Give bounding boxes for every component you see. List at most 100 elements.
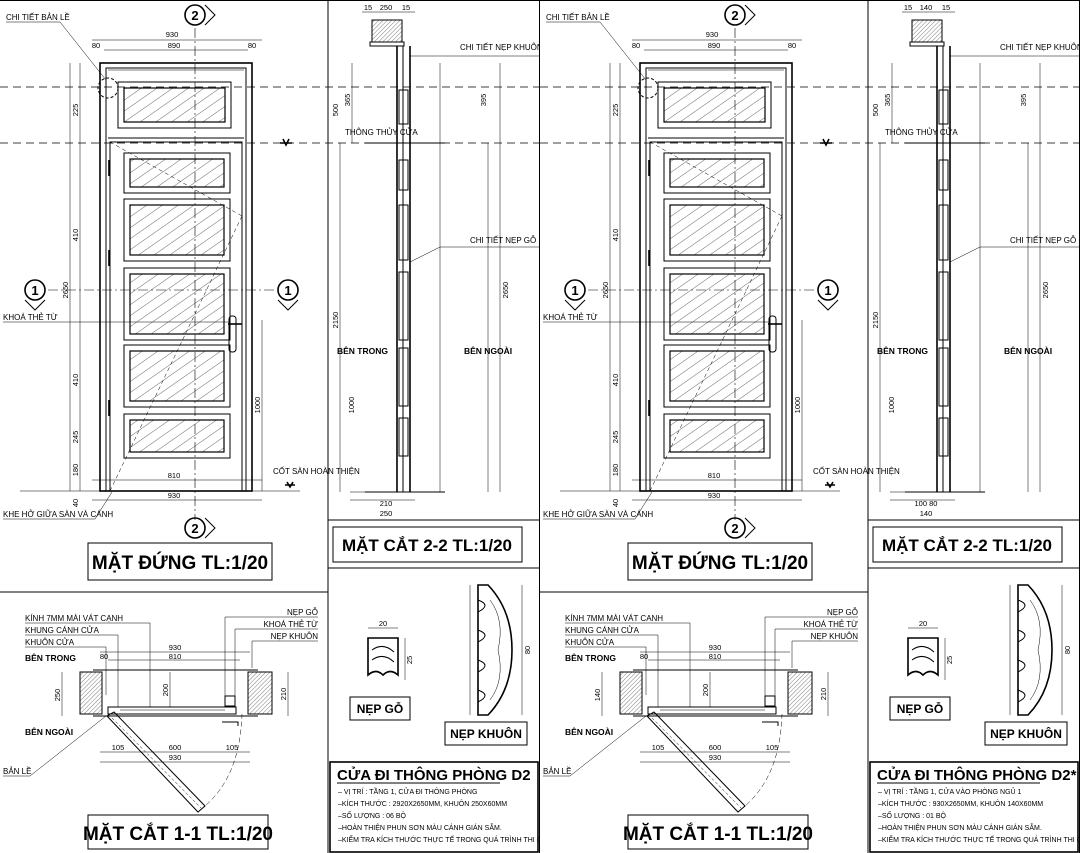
section11-title-box <box>87 814 269 850</box>
dim-leaf-height: 2150 <box>331 312 340 329</box>
label-outside: BÊN NGOÀI <box>464 345 512 356</box>
door-sheet-d2: 930 890 80 80 810 930 2650 225 410 410 2… <box>0 0 540 853</box>
section11-title-box <box>627 814 809 850</box>
drawing-canvas: 930 890 80 80 810 930 2650 225 410 410 2… <box>0 0 540 853</box>
label-finished-floor: CỐT SÀN HOÀN THIỆN <box>273 466 360 476</box>
label-s11-outside: BÊN NGOÀI <box>25 726 73 737</box>
wood-trim-title: NẸP GỖ <box>897 701 943 716</box>
label-hinge: BẢN LỀ <box>3 766 31 776</box>
dim-trim-width: 20 <box>919 619 927 628</box>
door-elevation <box>560 39 840 501</box>
label-door-frame: KHUÔN CỬA <box>565 638 615 647</box>
dim-s22-top: 15 <box>364 3 372 12</box>
axis-2-bottom-label: 2 <box>731 521 738 536</box>
door-elevation <box>20 39 300 501</box>
notes-line: –KIỂM TRA KÍCH THƯỚC THỰC TẾ TRONG QUÁ T… <box>878 834 1080 844</box>
dim-s11-overall: 930 <box>169 643 182 652</box>
dim-s11-open: 600 <box>169 743 182 752</box>
label-floor-gap: KHE HỞ GIỮA SÀN VÀ CÁNH <box>543 510 653 519</box>
axis-1-left-label: 1 <box>31 283 38 298</box>
wood-trim-title: NẸP GỖ <box>357 701 403 716</box>
dim-lock-height: 1000 <box>793 397 802 414</box>
dim-panel: 245 <box>71 431 80 444</box>
label-s11-outside: BÊN NGOÀI <box>565 726 613 737</box>
section-1-1 <box>601 651 829 813</box>
dim-frame-trim-height: 80 <box>523 646 532 654</box>
dim-transom: 500 <box>871 104 880 117</box>
dim-s22-top: 15 <box>942 3 950 12</box>
level-marker-icon <box>280 138 292 147</box>
label-wood-trim-detail: CHI TIẾT NẸP GỖ <box>1010 235 1076 245</box>
card-lock-handle <box>228 315 237 353</box>
notes-line: – VỊ TRÍ : TẦNG 1, CỬA ĐI THÔNG PHÒNG <box>338 786 477 796</box>
dim-s22-bottom: 210 <box>380 499 393 508</box>
label-s11-frame-trim: NẸP KHUÔN <box>271 632 319 641</box>
section22-title: MẶT CẮT 2-2 TL:1/20 <box>882 536 1052 555</box>
axis-1-right-label: 1 <box>824 283 831 298</box>
label-inside: BÊN TRONG <box>877 345 928 356</box>
label-clear-opening: THÔNG THỦY CỬA <box>885 128 958 137</box>
dim-s11-open: 600 <box>709 743 722 752</box>
dim-panel: 225 <box>71 104 80 117</box>
axis-markers <box>24 4 299 539</box>
dim-transom-a: 365 <box>343 94 352 107</box>
dim-panel: 245 <box>611 431 620 444</box>
label-floor-gap: KHE HỞ GIỮA SÀN VÀ CÁNH <box>3 510 113 519</box>
label-card-lock: KHOÁ THẺ TỪ <box>543 313 598 322</box>
notes-box: CỬA ĐI THÔNG PHÒNG D2* – VỊ TRÍ : TẦNG 1… <box>869 761 1080 853</box>
dim-bottom-width: 930 <box>168 491 181 500</box>
elevation-title: MẶT ĐỨNG TL:1/20 <box>632 552 808 574</box>
dim-panel: 410 <box>611 229 620 242</box>
dim-gap: 40 <box>71 499 80 507</box>
label-glass: KÍNH 7MM MÀI VÁT CẠNH <box>25 614 123 623</box>
label-outside: BÊN NGOÀI <box>1004 345 1052 356</box>
label-leaf-frame: KHUNG CÁNH CỬA <box>565 626 640 635</box>
label-s11-card-lock: KHOÁ THẺ TỪ <box>803 620 858 629</box>
frame-trim-profile <box>469 584 523 716</box>
dim-s11-side: 105 <box>226 743 239 752</box>
section22-title: MẶT CẮT 2-2 TL:1/20 <box>342 536 512 555</box>
dim-bottom-width: 930 <box>708 491 721 500</box>
dim-s11-wall: 250 <box>53 689 62 702</box>
frame-trim-profile <box>1009 584 1063 716</box>
dim-s11-frame: 80 <box>100 652 108 661</box>
dim-s22-bottom: 100 80 <box>915 499 938 508</box>
dim-panel: 410 <box>611 374 620 387</box>
dim-lock-height: 1000 <box>253 397 262 414</box>
label-s11-wood-trim: NẸP GỖ <box>827 608 858 617</box>
dim-frame-left: 80 <box>92 41 100 50</box>
axis-markers <box>564 4 839 539</box>
label-leaf-frame: KHUNG CÁNH CỬA <box>25 626 100 635</box>
door-sheet-d2-star: 930 890 80 80 810 930 2650 225 410 410 2… <box>540 0 1080 853</box>
dim-overall-width: 930 <box>166 30 179 39</box>
frame-trim-title: NẸP KHUÔN <box>990 726 1062 741</box>
dim-s11-overall: 930 <box>709 643 722 652</box>
dim-trim-depth: 25 <box>405 656 414 664</box>
label-frame-trim-detail: CHI TIẾT NẸP KHUÔN <box>460 42 540 52</box>
notes-line: –KÍCH THƯỚC : 930X2650MM, KHUÔN 140X60MM <box>878 799 1043 808</box>
label-glass: KÍNH 7MM MÀI VÁT CANH <box>565 614 663 623</box>
dim-s11-210: 210 <box>819 688 828 701</box>
axis-2-bottom-label: 2 <box>191 521 198 536</box>
sheet-borders <box>540 0 1080 853</box>
dim-s22-lock: 1000 <box>347 397 356 414</box>
section-1-1 <box>61 651 289 813</box>
dim-s22-bottom: 140 <box>920 509 933 518</box>
dim-gap: 40 <box>611 499 620 507</box>
frame-trim-title: NẸP KHUÔN <box>450 726 522 741</box>
dim-s22-height: 2650 <box>501 282 510 299</box>
label-inside: BÊN TRONG <box>337 345 388 356</box>
dim-s22-lock: 1000 <box>887 397 896 414</box>
wood-trim-profile <box>367 627 406 680</box>
dim-leaf-height: 2150 <box>871 312 880 329</box>
dim-transom-a: 365 <box>883 94 892 107</box>
notes-line: –KÍCH THƯỚC : 2920X2650MM, KHUÔN 250X60M… <box>338 799 507 808</box>
axis-1-left-label: 1 <box>571 283 578 298</box>
notes-line: –SỐ LƯỢNG : 06 BỘ <box>338 810 407 820</box>
floor-level-icon <box>825 481 835 489</box>
label-hinge-detail: CHI TIẾT BẢN LỀ <box>6 12 70 22</box>
axis-2-top-label: 2 <box>191 8 198 23</box>
elevation-title: MẶT ĐỨNG TL:1/20 <box>92 552 268 574</box>
elevation-title-box <box>627 542 813 581</box>
dim-trim-depth: 25 <box>945 656 954 664</box>
